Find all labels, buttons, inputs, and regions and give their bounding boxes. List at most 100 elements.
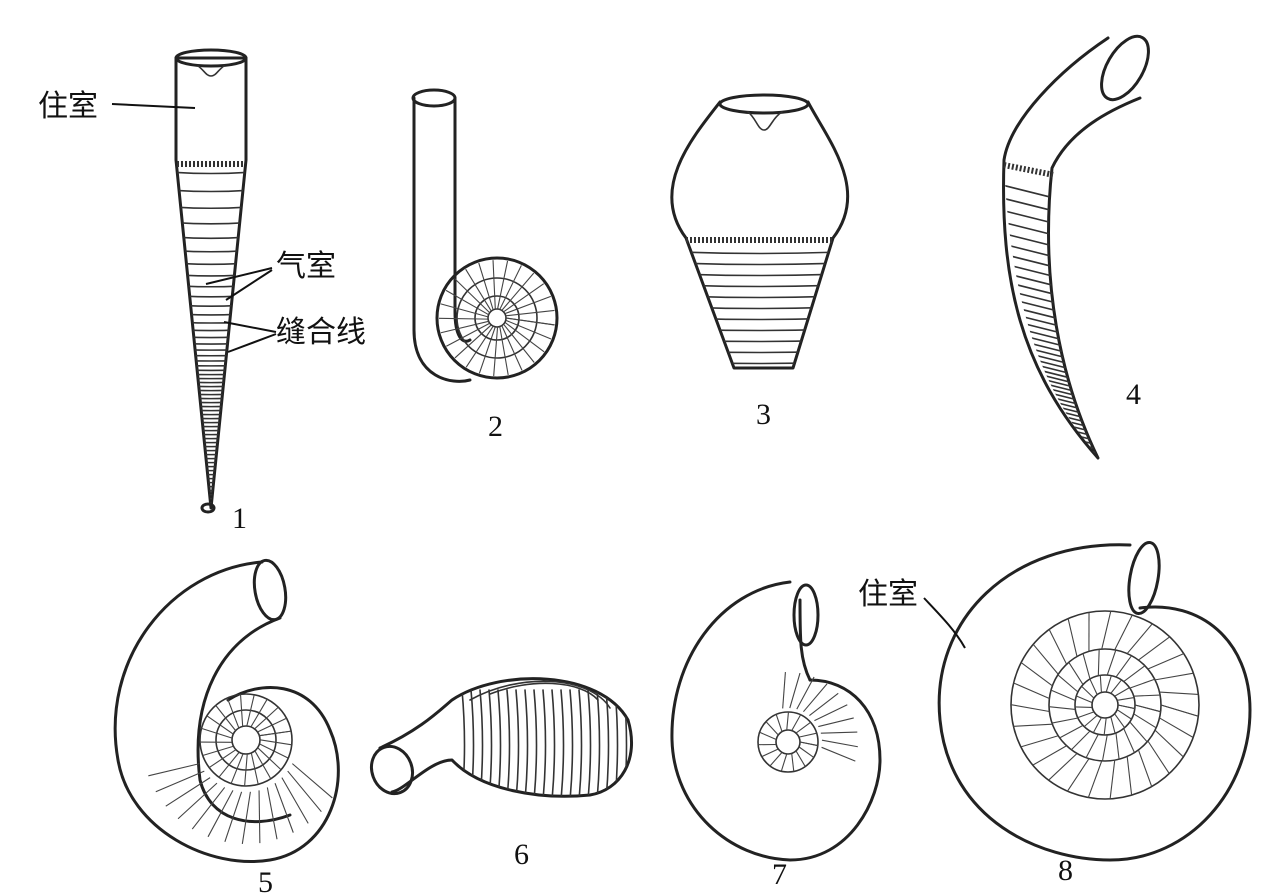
suture-line [504,321,545,353]
suture-line [1092,717,1102,733]
suture-line [176,400,246,404]
suture-line [465,325,494,368]
suture-line [1048,753,1078,781]
suture-line [1004,314,1098,347]
suture-line [274,782,294,833]
suture-line [506,689,511,797]
suture-line [1004,389,1098,421]
suture-line [201,727,233,739]
suture-line [176,484,246,488]
suture-line [1004,401,1098,433]
suture-line [454,278,491,314]
suture-line [202,745,234,757]
suture-line [266,787,278,840]
suture-line [454,324,492,359]
suture-line [501,272,535,311]
figure-2-suture-lines [438,260,555,376]
suture-line [259,730,292,737]
figure-number-5: 5 [258,866,273,894]
suture-line [1004,361,1098,393]
suture-line [780,753,788,772]
suture-line [686,273,833,277]
suture-line [798,732,817,738]
suture-line [1134,704,1161,713]
suture-line [789,672,801,709]
suture-line [761,748,779,758]
suture-line [497,689,502,797]
suture-line [1089,678,1098,695]
suture-line [1117,704,1135,710]
suture-line [176,396,246,400]
suture-line [176,432,246,436]
suture-line [1004,453,1098,458]
suture-line [1137,749,1153,787]
suture-line [686,317,833,321]
suture-line [587,689,592,797]
suture-line [499,326,509,376]
suture-line [1083,714,1098,728]
suture-line [176,335,246,339]
suture-line [533,689,538,797]
label-air-chamber: 气室 [276,249,336,284]
suture-line [155,770,205,793]
suture-line [176,328,246,332]
suture-line [1123,728,1135,753]
suture-line [176,480,246,484]
suture-line [176,380,246,384]
suture-line [1066,758,1090,792]
suture-line [176,363,246,367]
suture-line [1032,643,1059,675]
suture-line [1081,685,1095,699]
label-living-chamber-fig8: 住室 [858,577,918,612]
suture-line [605,689,610,797]
suture-line [821,739,858,748]
suture-line [206,715,234,735]
suture-line [465,268,492,312]
suture-line [1068,661,1084,685]
suture-line [686,306,833,310]
suture-line [1147,740,1170,774]
suture-line [524,689,529,797]
suture-line [686,361,833,365]
suture-line [1159,717,1194,738]
leader-living-chamber-8 [923,597,966,649]
suture-line [176,347,246,351]
suture-line [259,739,292,746]
suture-line [796,676,815,710]
suture-line [542,689,547,797]
suture-line [1004,393,1098,425]
suture-line [1105,675,1112,693]
suture-line [478,326,496,374]
suture-line [1154,672,1194,681]
suture-line [176,444,246,448]
figure-7-suture-lines [758,672,858,772]
suture-line [1013,723,1053,727]
suture-line [1082,653,1091,680]
suture-line [493,326,499,376]
suture-line [814,704,848,722]
suture-line [1004,293,1098,325]
suture-line [795,750,806,767]
suture-line [551,689,556,797]
suture-line [1020,662,1053,687]
suture-line [176,476,246,480]
suture-line [1116,709,1132,720]
suture-line [176,412,246,416]
suture-line [1013,682,1050,700]
suture-line [440,320,489,334]
suture-line [799,741,818,747]
suture-line [191,787,226,830]
suture-line [1071,730,1091,751]
suture-line [1115,732,1120,760]
figure-8-nautilicone [937,540,1252,862]
suture-line [1004,409,1098,441]
figure-5-suture-lines [148,694,333,845]
suture-line [176,392,246,396]
suture-line [1129,678,1155,689]
suture-line [1010,704,1050,713]
suture-line [1004,300,1098,333]
suture-line [809,692,839,717]
suture-line [1004,307,1098,340]
suture-line [176,468,246,472]
